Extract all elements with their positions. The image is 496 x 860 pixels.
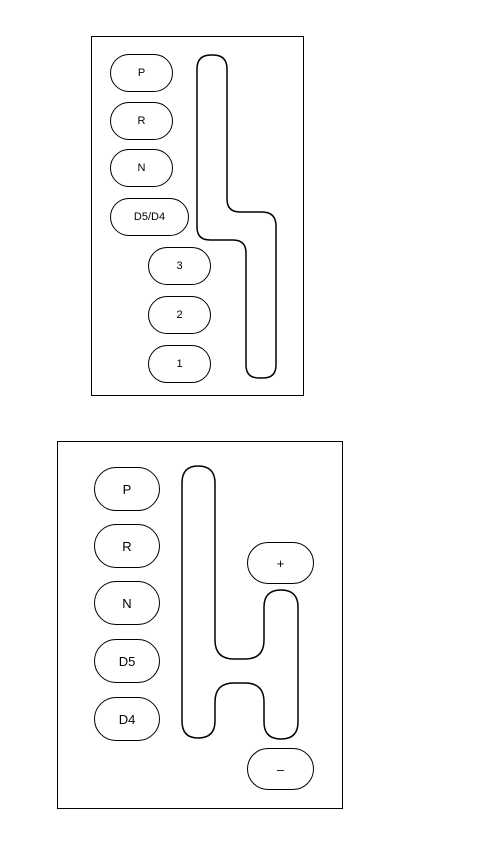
gear-position-2: 2 xyxy=(148,296,211,334)
bottom-shift-pattern-panel: P R N D5 D4 + – xyxy=(57,441,343,809)
gear-position-d4: D4 xyxy=(94,697,160,741)
gear-position-1: 1 xyxy=(148,345,211,383)
gear-position-n: N xyxy=(94,581,160,625)
gear-position-n: N xyxy=(110,149,173,187)
shift-up-plus: + xyxy=(247,542,314,584)
gear-position-p: P xyxy=(94,467,160,511)
gear-position-d5: D5 xyxy=(94,639,160,683)
gear-position-r: R xyxy=(110,102,173,140)
shift-down-minus: – xyxy=(247,748,314,790)
gear-position-r: R xyxy=(94,524,160,568)
gear-position-p: P xyxy=(110,54,173,92)
gear-position-d5-d4: D5/D4 xyxy=(110,198,189,236)
gear-position-3: 3 xyxy=(148,247,211,285)
